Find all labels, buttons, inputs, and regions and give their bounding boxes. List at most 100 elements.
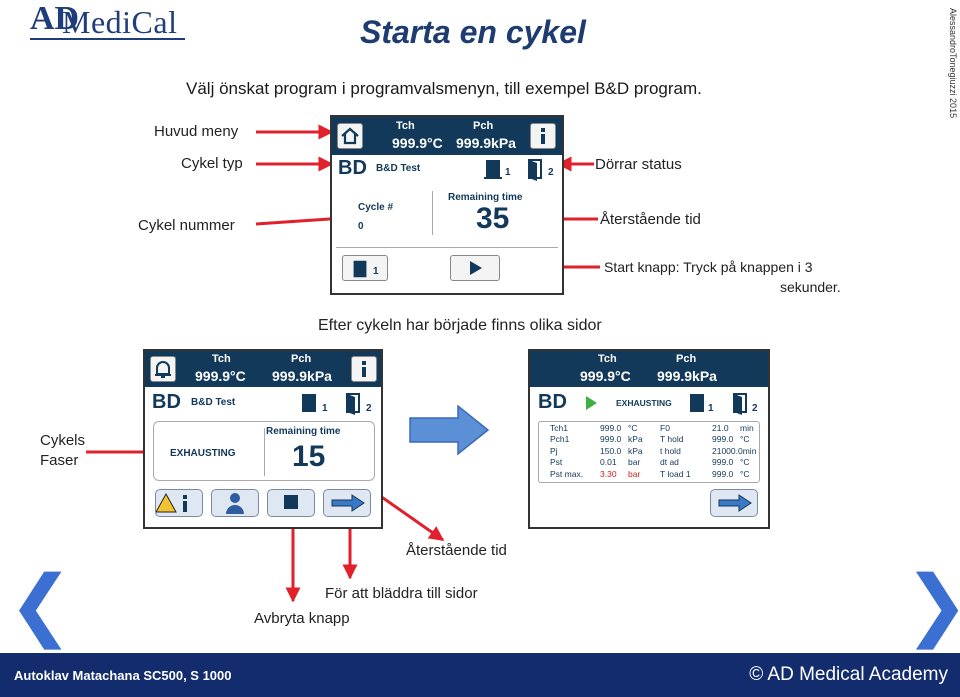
alarm-button[interactable] — [150, 356, 176, 382]
footer-bar — [0, 653, 960, 697]
start-button[interactable] — [450, 255, 500, 281]
label-efter-cykeln: Efter cykeln har började finns olika sid… — [318, 317, 602, 334]
cell: 21.0 — [712, 423, 729, 433]
cell: 150.0 — [600, 445, 622, 456]
phase-label: EXHAUSTING — [616, 398, 672, 408]
cell: °C — [628, 423, 638, 433]
phase-label: EXHAUSTING — [170, 448, 236, 459]
label-avbryta: Avbryta knapp — [254, 610, 350, 627]
user-button[interactable] — [211, 489, 259, 517]
cell: t hold — [660, 445, 681, 456]
next-page-button[interactable] — [710, 489, 758, 517]
cell: Pch1 — [550, 434, 570, 445]
page-title: Starta en cykel — [360, 14, 586, 50]
door-icon — [353, 260, 367, 278]
divider-bottom — [336, 247, 558, 248]
label-cykel-typ: Cykel typ — [181, 155, 243, 172]
cycle-number-value: 0 — [358, 221, 364, 232]
page-arrow-icon — [331, 494, 365, 512]
door-2-num: 2 — [366, 403, 372, 414]
status-header: Tch 999.9°C Pch 999.9kPa — [332, 117, 562, 155]
cycle-type: BD — [338, 157, 367, 179]
cell: 3.30 — [600, 468, 617, 479]
door-1-num: 1 — [505, 167, 511, 178]
door-button[interactable]: 1 — [342, 255, 388, 281]
cell: Pst — [550, 457, 563, 468]
divider — [432, 191, 433, 235]
logo-initials: AD — [30, 0, 80, 37]
cell: 0.01 — [600, 457, 617, 468]
door-icon — [690, 394, 704, 412]
home-button[interactable] — [337, 123, 363, 149]
cell: 999.0 — [600, 423, 622, 433]
label-cykel-nummer: Cykel nummer — [138, 217, 235, 234]
label-dorrar-status: Dörrar status — [595, 156, 682, 173]
status-header: Tch 999.9°C Pch 999.9kPa — [145, 351, 381, 387]
home-icon — [341, 127, 359, 145]
values-col-4: F0 T hold t hold dt ad T load 1 — [660, 423, 691, 480]
values-col-3: °C kPa kPa bar bar — [628, 423, 643, 480]
door-open-icon — [346, 393, 360, 415]
cycle-name: B&D Test — [191, 397, 236, 408]
cycle-type: BD — [152, 391, 181, 413]
cycle-number-label: Cycle # — [358, 202, 394, 213]
tch-value: 999.9°C — [392, 135, 443, 151]
cell: °C — [740, 434, 750, 445]
pch-value: 999.9kPa — [272, 368, 332, 384]
transition-arrow-icon — [409, 404, 490, 456]
next-slide-button[interactable]: ❯ — [904, 566, 960, 644]
play-indicator-icon — [586, 396, 597, 410]
screen-start-cycle: Tch 999.9°C Pch 999.9kPa BD B&D Test 1 2… — [330, 115, 564, 295]
door-icon — [484, 160, 502, 179]
remaining-value: 15 — [292, 440, 326, 473]
cell: T hold — [660, 434, 684, 445]
cell: kPa — [628, 434, 643, 445]
label-faser: Faser — [40, 452, 79, 469]
screen-cycle-details: Tch 999.9°C Pch 999.9kPa BD EXHAUSTING 1… — [528, 349, 770, 529]
footer-left-text: Autoklav Matachana SC500, S 1000 — [14, 668, 232, 683]
warning-icon — [155, 492, 187, 513]
page-arrow-icon — [718, 494, 752, 512]
values-table — [538, 421, 760, 483]
divider — [264, 428, 265, 476]
label-start-knapp-2: sekunder. — [780, 279, 841, 295]
cycle-type: BD — [538, 391, 567, 413]
cell: °C — [740, 468, 750, 479]
cell: dt ad — [660, 457, 679, 468]
cell: Pj — [550, 445, 558, 456]
label-cykels: Cykels — [40, 432, 86, 449]
credit-text: AlessandroTonegiuzzi 2015 — [948, 8, 958, 119]
info-button[interactable] — [530, 123, 556, 149]
door-button-num: 1 — [373, 266, 379, 277]
cell: 999.0 — [712, 434, 734, 445]
remaining-value: 35 — [476, 202, 510, 235]
info-button[interactable] — [351, 356, 377, 382]
warning-info-button[interactable] — [155, 489, 203, 517]
cell: 21000.0min — [712, 445, 757, 456]
cell: bar — [628, 468, 641, 479]
next-page-button[interactable] — [323, 489, 371, 517]
phase-box: EXHAUSTING Remaining time 15 — [153, 421, 375, 481]
tch-value: 999.9°C — [580, 368, 631, 384]
door-1-num: 1 — [708, 403, 714, 414]
label-huvud-meny: Huvud meny — [154, 123, 239, 140]
logo-underline — [30, 38, 185, 40]
values-col-5: 21.0 999.0 21000.0min 999.0 999.0 — [712, 423, 756, 480]
pch-label: Pch — [473, 120, 494, 132]
footer-right-text: © AD Medical Academy — [749, 664, 948, 685]
previous-slide-button[interactable]: ❮ — [8, 560, 74, 650]
door-open-icon — [733, 393, 747, 415]
cycle-name: B&D Test — [376, 163, 421, 174]
door-2-num: 2 — [752, 403, 758, 414]
cell: Tch1 — [550, 423, 568, 433]
play-icon — [470, 261, 482, 275]
stop-button[interactable] — [267, 489, 315, 517]
pch-label: Pch — [676, 353, 697, 365]
pch-label: Pch — [291, 353, 312, 365]
label-aterstaende-tid: Återstående tid — [600, 211, 701, 228]
door-2-num: 2 — [548, 167, 554, 178]
info-icon — [362, 361, 366, 377]
cell: Pst max. — [550, 468, 584, 479]
tch-label: Tch — [212, 353, 231, 365]
tch-label: Tch — [396, 120, 415, 132]
